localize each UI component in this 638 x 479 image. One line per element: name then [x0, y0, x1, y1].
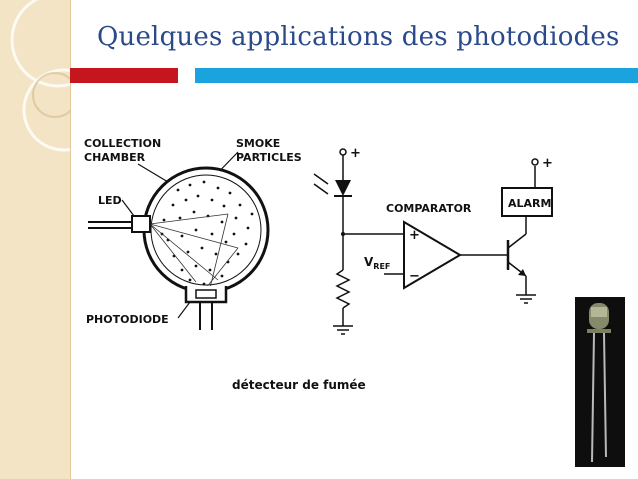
smoke-detector-diagram: COLLECTION CHAMBER SMOKE PARTICLES LED P…: [84, 137, 553, 335]
photodiode-element: [195, 289, 217, 299]
transistor-emitter-arrow: [518, 269, 526, 276]
photodiode-photo: [575, 297, 625, 467]
label-particles: PARTICLES: [236, 151, 302, 164]
transistor-collector: [507, 233, 527, 249]
label-photodiode: PHOTODIODE: [86, 313, 169, 326]
leader-chamber: [137, 163, 169, 183]
label-collection: COLLECTION: [84, 137, 161, 150]
leader-led: [121, 199, 135, 217]
photodiode-component-image: [575, 297, 625, 467]
collection-chamber: [142, 166, 270, 294]
photodiode-symbol: [335, 180, 351, 196]
accent-bar-blue: [195, 68, 638, 83]
leader-photodiode: [177, 301, 191, 319]
incident-light-arrows: [313, 173, 329, 195]
figure-caption: détecteur de fumée: [232, 378, 366, 392]
slide-title: Quelques applications des photodiodes: [97, 22, 620, 52]
smoke-particles: [160, 180, 254, 286]
label-vref: VREF: [364, 255, 390, 271]
decorative-circles: [10, 0, 70, 152]
supply-terminal-1: [339, 148, 347, 156]
ground-symbol-1: [333, 325, 353, 335]
junction-dot: [341, 232, 345, 236]
label-led: LED: [98, 194, 122, 207]
label-comparator: COMPARATOR: [386, 202, 472, 215]
supply-plus-1: +: [350, 146, 361, 161]
comparator-symbol: [403, 220, 462, 290]
label-alarm: ALARM: [508, 197, 551, 210]
decorative-side-panel: [0, 0, 71, 479]
light-rays: [149, 213, 239, 289]
supply-terminal-2: [531, 158, 539, 166]
led-housing: [131, 215, 151, 233]
label-smoke: SMOKE: [236, 137, 280, 150]
resistor: [335, 269, 351, 309]
comparator-input-minus: −: [409, 269, 420, 284]
accent-bar-red: [70, 68, 178, 83]
comparator-input-plus: +: [409, 228, 420, 243]
supply-plus-2: +: [542, 156, 553, 171]
ground-symbol-2: [516, 294, 536, 304]
label-chamber: CHAMBER: [84, 151, 146, 164]
alarm-box: [501, 187, 553, 217]
